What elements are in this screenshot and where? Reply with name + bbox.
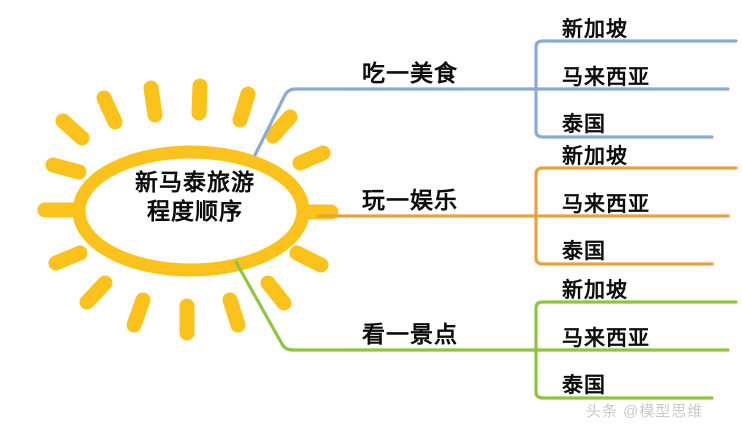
leaf-label-play-singapore[interactable]: 新加坡 (562, 145, 628, 168)
sun-rays-group (37, 78, 339, 341)
leaf-label-see-thailand[interactable]: 泰国 (562, 374, 606, 397)
sun-ray (79, 275, 113, 310)
branch-label-see[interactable]: 看一景点 (362, 321, 458, 347)
branch-connector-see (234, 260, 738, 400)
leaf-label-play-malaysia[interactable]: 马来西亚 (562, 193, 650, 216)
center-node-line-1: 新马泰旅游 (135, 169, 255, 195)
leaf-label-see-malaysia[interactable]: 马来西亚 (562, 327, 650, 350)
watermark-text: 头条 @模型思维 (586, 403, 704, 420)
center-node-line-2: 程度顺序 (147, 198, 243, 225)
leaf-label-eat-malaysia[interactable]: 马来西亚 (562, 66, 650, 89)
branch-connector-eat (253, 39, 738, 157)
leaf-label-eat-thailand[interactable]: 泰国 (562, 113, 606, 136)
branch-label-play[interactable]: 玩一娱乐 (362, 187, 458, 213)
sun-ray (48, 245, 88, 271)
sun-ray (55, 113, 90, 146)
sun-ray (126, 292, 151, 333)
sun-ray (260, 275, 292, 311)
branch-label-eat[interactable]: 吃一美食 (362, 60, 458, 86)
sun-ray (265, 109, 298, 144)
sun-ray (45, 157, 87, 180)
leaf-label-see-singapore[interactable]: 新加坡 (562, 279, 628, 302)
leaf-label-play-thailand[interactable]: 泰国 (562, 240, 606, 263)
sun-ray (191, 78, 208, 121)
sun-ray (143, 80, 163, 123)
sun-ray (96, 90, 123, 130)
leaf-label-eat-singapore[interactable]: 新加坡 (562, 18, 628, 41)
sun-ray (289, 245, 329, 273)
center-node-ellipse[interactable] (72, 145, 310, 277)
center-node-text[interactable]: 新马泰旅游 程度顺序 (95, 168, 295, 227)
sun-ray (222, 292, 246, 333)
branch-connector-play (316, 166, 738, 266)
sun-ray (292, 145, 331, 171)
sun-ray (232, 86, 256, 128)
